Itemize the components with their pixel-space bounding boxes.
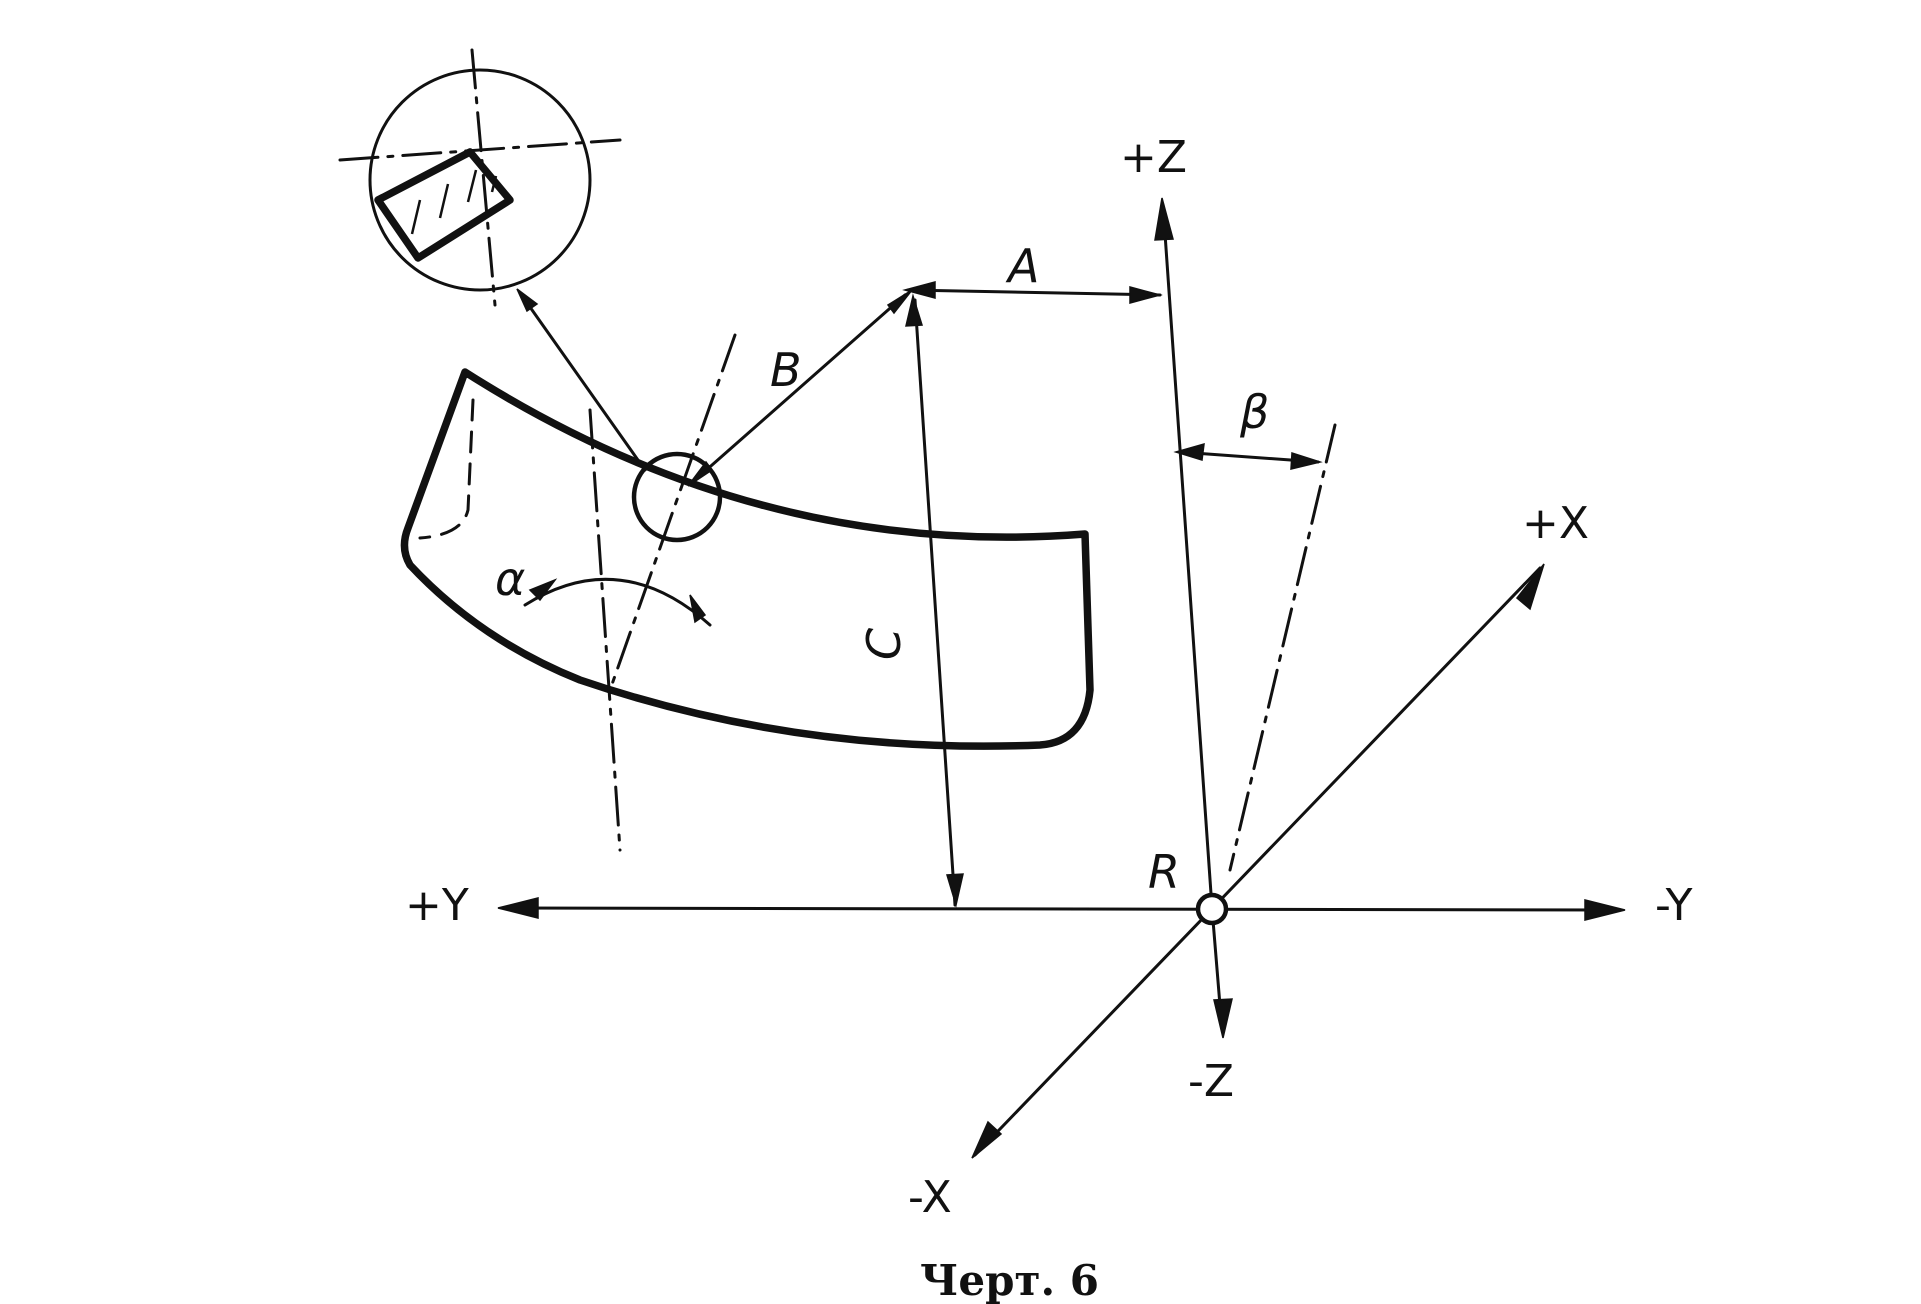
detail-view (338, 48, 622, 307)
dimension-a (902, 281, 1163, 304)
blade-outline (400, 368, 1094, 750)
label-dimension-b: B (770, 343, 802, 397)
alpha-arc (523, 577, 712, 627)
label-minus-x: -X (908, 1172, 952, 1223)
z-axis (1161, 203, 1214, 910)
label-dimension-c: C (857, 628, 911, 660)
blade-inner-edge-dashed (418, 398, 475, 540)
label-origin-r: R (1148, 845, 1180, 899)
alpha-vertical-centerline (588, 408, 622, 852)
detail-leader-arrow (516, 288, 647, 472)
dimension-b (687, 289, 913, 487)
figure-caption: Черт. 6 (920, 1256, 1099, 1304)
label-beta: β (1239, 385, 1269, 439)
detail-circle (368, 68, 592, 292)
detail-vertical-centerline (470, 48, 497, 307)
label-minus-z: -Z (1188, 1056, 1234, 1107)
dimension-c (905, 293, 964, 908)
detail-location-circle (631, 451, 723, 543)
section-hatching (410, 169, 498, 235)
beta-inclined-centerline (1228, 423, 1337, 872)
y-axis (503, 906, 1622, 912)
x-axis (973, 566, 1542, 1157)
blade-part (400, 368, 1094, 750)
label-plus-z: +Z (1120, 132, 1187, 183)
label-dimension-a: A (1005, 239, 1039, 293)
beta-construction (1173, 423, 1337, 872)
label-plus-y: +Y (405, 880, 469, 931)
label-plus-x: +X (1522, 498, 1589, 549)
coordinate-system (497, 197, 1626, 1159)
blade-cross-section (374, 148, 514, 262)
label-alpha: α (495, 552, 525, 606)
label-minus-y: -Y (1655, 880, 1693, 931)
alpha-construction (523, 333, 737, 852)
origin-point-r (1195, 892, 1229, 926)
alpha-inclined-centerline (608, 333, 737, 692)
